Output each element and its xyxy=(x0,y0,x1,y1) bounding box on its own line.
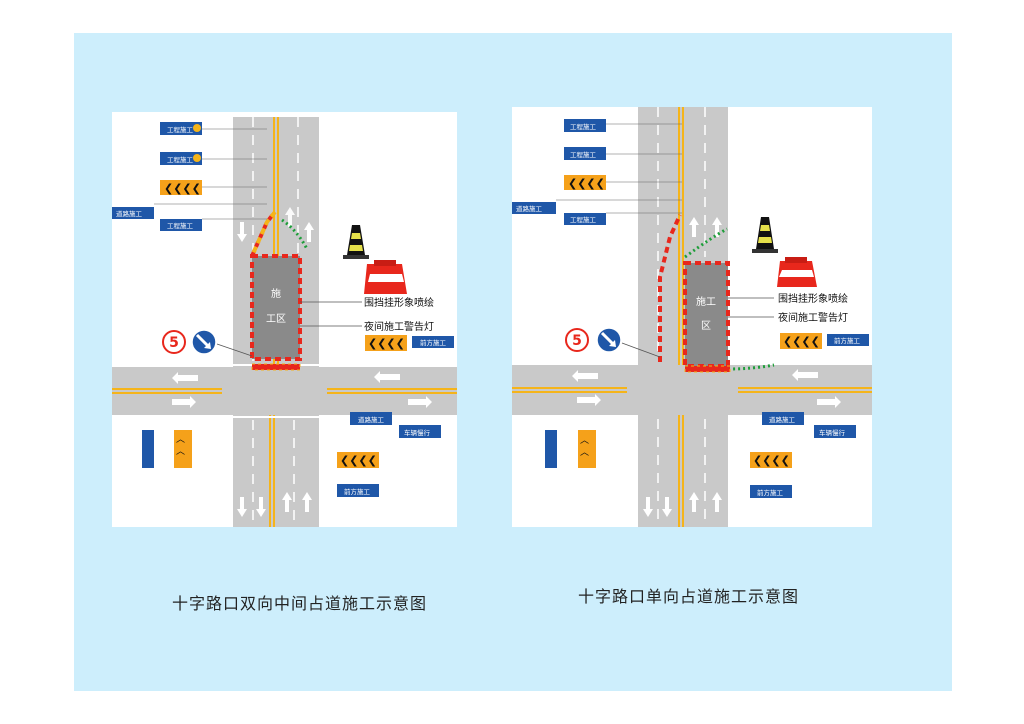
svg-text:车辆慢行: 车辆慢行 xyxy=(404,428,431,437)
svg-text:❮❮❮❮: ❮❮❮❮ xyxy=(340,454,377,467)
horizontal-road xyxy=(112,367,457,415)
svg-text:前方施工: 前方施工 xyxy=(834,336,861,345)
chevron-board-right: ❮❮❮❮ xyxy=(365,335,407,351)
svg-text:车辆慢行: 车辆慢行 xyxy=(819,428,846,437)
svg-text:︿: ︿ xyxy=(176,447,185,457)
construction-zone xyxy=(250,254,302,361)
one-way-intersection-svg: 施工 区 围挡挂形象喷绘 夜间施工警告灯 5 工程施工 工程施工 ❮❮❮❮ xyxy=(512,107,872,527)
keep-right-sign-icon xyxy=(191,329,217,355)
svg-text:前方施工: 前方施工 xyxy=(757,488,784,497)
svg-text:︿: ︿ xyxy=(580,436,589,446)
sign-board-2: 工程施工 xyxy=(564,147,682,160)
sign-board-3: 道路施工 xyxy=(512,199,682,214)
zone-label-2: 工区 xyxy=(266,313,286,325)
svg-text:工程施工: 工程施工 xyxy=(167,221,194,230)
sign-board-1: 工程施工 xyxy=(564,119,682,132)
zone-label-2: 区 xyxy=(701,320,711,332)
caption-one-way: 十字路口单向占道施工示意图 xyxy=(578,587,800,606)
svg-text:❮❮❮❮: ❮❮❮❮ xyxy=(753,454,790,467)
water-barrier-icon xyxy=(364,260,407,294)
zone-label-1: 施 xyxy=(271,287,281,300)
chevron-board-right: ❮❮❮❮ xyxy=(780,333,822,349)
keep-right-sign-icon xyxy=(596,327,622,353)
zone-label-1: 施工 xyxy=(696,295,716,308)
sign-board-4: 工程施工 xyxy=(564,212,682,225)
diagram-two-way: 施 工区 围挡挂形象喷绘 夜间施工警告灯 5 工程施工 工程施工 xyxy=(112,112,457,527)
chevron-board-icon: ❮❮❮❮ xyxy=(564,175,682,190)
construction-zone xyxy=(683,261,730,368)
svg-text:道路施工: 道路施工 xyxy=(116,209,143,218)
svg-text:❮❮❮❮: ❮❮❮❮ xyxy=(368,337,405,350)
two-way-intersection-svg: 施 工区 围挡挂形象喷绘 夜间施工警告灯 5 工程施工 工程施工 xyxy=(112,117,457,527)
sign-board-4: 工程施工 xyxy=(160,218,267,231)
svg-text:5: 5 xyxy=(169,335,179,351)
svg-text:❮❮❮❮: ❮❮❮❮ xyxy=(783,335,820,348)
sign-board-lower-1: 道路施工 xyxy=(350,412,392,425)
cone-line xyxy=(281,218,309,250)
svg-text:❮❮❮❮: ❮❮❮❮ xyxy=(164,182,201,195)
sign-board-lower-1: 道路施工 xyxy=(762,412,804,425)
svg-text:道路施工: 道路施工 xyxy=(769,415,796,424)
svg-text:︿: ︿ xyxy=(580,448,589,458)
svg-text:工程施工: 工程施工 xyxy=(167,155,194,164)
sign-board-2: 工程施工 xyxy=(160,152,267,165)
svg-text:工程施工: 工程施工 xyxy=(570,215,597,224)
fence-label: 围挡挂形象喷绘 xyxy=(778,292,848,305)
night-light-label: 夜间施工警告灯 xyxy=(364,320,434,333)
vertical-sign-left: ︿ ︿ xyxy=(142,430,192,468)
night-light-label: 夜间施工警告灯 xyxy=(778,311,848,324)
svg-text:︿: ︿ xyxy=(176,435,185,445)
svg-text:工程施工: 工程施工 xyxy=(167,125,194,134)
sign-board-1: 工程施工 xyxy=(160,122,267,135)
svg-text:前方施工: 前方施工 xyxy=(420,338,447,347)
svg-text:5: 5 xyxy=(572,333,582,349)
svg-text:❮❮❮❮: ❮❮❮❮ xyxy=(568,177,605,190)
svg-text:道路施工: 道路施工 xyxy=(516,204,543,213)
sign-board-slow: 车辆慢行 xyxy=(814,425,856,438)
vertical-sign-left: ︿ ︿ xyxy=(545,430,596,468)
water-barrier-icon xyxy=(777,257,817,287)
fence-label: 围挡挂形象喷绘 xyxy=(364,296,434,309)
lane-arrows xyxy=(572,217,841,517)
speed-badge: 5 xyxy=(162,330,186,354)
sign-board-3: 道路施工 xyxy=(112,203,267,219)
chevron-board-lower: ❮❮❮❮ xyxy=(750,452,792,468)
traffic-cone-icon xyxy=(343,225,369,259)
sign-board-ahead: 前方施工 xyxy=(827,334,869,346)
svg-text:工程施工: 工程施工 xyxy=(570,122,597,131)
diagram-one-way: 施工 区 围挡挂形象喷绘 夜间施工警告灯 5 工程施工 工程施工 ❮❮❮❮ xyxy=(512,107,872,527)
chevron-board-icon: ❮❮❮❮ xyxy=(160,180,267,195)
sign-board-lower-ahead: 前方施工 xyxy=(337,484,379,497)
svg-text:工程施工: 工程施工 xyxy=(570,150,597,159)
sign-board-ahead: 前方施工 xyxy=(412,336,454,348)
sign-board-slow: 车辆慢行 xyxy=(399,425,441,438)
svg-text:前方施工: 前方施工 xyxy=(344,487,371,496)
lane-arrows xyxy=(172,207,432,517)
sign-board-lower-ahead: 前方施工 xyxy=(750,485,792,498)
traffic-cone-icon xyxy=(752,217,778,253)
svg-text:道路施工: 道路施工 xyxy=(358,415,385,424)
caption-two-way: 十字路口双向中间占道施工示意图 xyxy=(172,594,428,613)
chevron-board-lower: ❮❮❮❮ xyxy=(337,452,379,468)
speed-badge: 5 xyxy=(565,328,589,352)
